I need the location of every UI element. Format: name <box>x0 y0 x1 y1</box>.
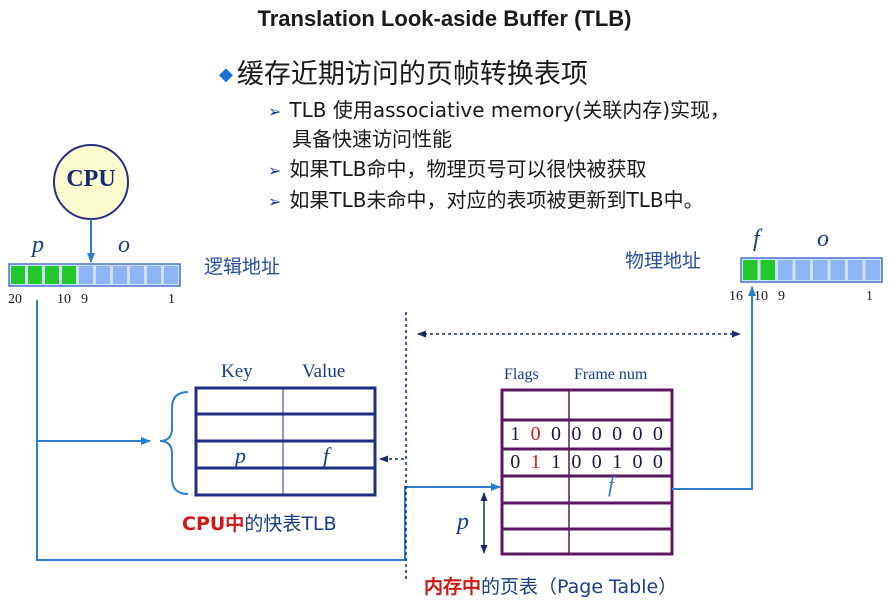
page-table-index-symbol: p <box>457 509 469 535</box>
sub-bullet-text: 如果TLB命中，物理页号可以很快被获取 <box>289 157 647 181</box>
register-bit-green <box>11 266 25 284</box>
physical-bit-1: 1 <box>866 289 873 304</box>
sub-bullet-text: TLB 使用associative memory(关联内存)实现， <box>289 98 731 122</box>
logical-bit-9: 9 <box>81 292 88 307</box>
page-table-bit: 0 <box>612 423 623 445</box>
logical-bit-20: 20 <box>8 292 22 307</box>
p-to-page-table-line <box>36 441 425 561</box>
register-bit-green <box>62 266 76 284</box>
logical-page-symbol: p <box>32 232 44 258</box>
logical-offset-symbol: o <box>118 232 130 258</box>
sub-bullet-text: 具备快速访问性能 <box>292 127 452 151</box>
main-bullet: ◆缓存近期访问的页帧转换表项 <box>219 52 588 91</box>
page-table-bit: 0 <box>652 423 663 445</box>
diamond-bullet-icon: ◆ <box>219 64 233 85</box>
page-table-caption: 内存中的页表（Page Table） <box>424 572 677 599</box>
page-table-bit: 0 <box>510 451 521 473</box>
register-bit-blue <box>96 266 110 284</box>
sub-bullet-1-cont: 具备快速访问性能 <box>292 123 452 152</box>
register-bit-green <box>45 266 59 284</box>
page-table-bit: 0 <box>632 451 643 473</box>
logical-bit-10: 10 <box>57 292 71 307</box>
physical-address-label: 物理地址 <box>625 250 702 272</box>
page-table-bit: 0 <box>550 423 561 445</box>
physical-offset-symbol: o <box>817 226 829 252</box>
tlb-key-header: Key <box>221 361 253 382</box>
register-bit-green <box>743 260 758 280</box>
sub-bullet-3: ➢ 如果TLB未命中，对应的表项被更新到TLB中。 <box>268 184 704 213</box>
page-table-bit: 0 <box>571 451 582 473</box>
page-table-bit: 0 <box>530 423 541 445</box>
sub-bullet-2: ➢ 如果TLB命中，物理页号可以很快被获取 <box>268 153 647 182</box>
slide-title: Translation Look-aside Buffer (TLB) <box>257 6 632 31</box>
tlb-brace <box>159 391 189 495</box>
sub-bullet-text: 如果TLB未命中，对应的表项被更新到TLB中。 <box>289 188 704 212</box>
register-bit-blue <box>113 266 127 284</box>
physical-frame-symbol: f <box>753 226 760 252</box>
register-bit-blue <box>865 260 880 280</box>
register-bit-blue <box>164 266 178 284</box>
page-table-flags-header: Flags <box>504 366 539 383</box>
physical-bit-16: 16 <box>729 289 743 304</box>
page-table-frame-header: Frame num <box>574 366 648 383</box>
page-table-bit: 1 <box>550 451 561 473</box>
register-bit-green <box>760 260 775 280</box>
page-table-bit: 0 <box>652 451 663 473</box>
logical-address-label: 逻辑地址 <box>204 256 281 278</box>
page-table <box>500 388 674 556</box>
page-table-bit: 0 <box>632 423 643 445</box>
frame-to-physical-arrow <box>672 286 756 490</box>
tlb-hit-value: f <box>323 443 330 468</box>
main-bullet-text: 缓存近期访问的页帧转换表项 <box>236 59 588 90</box>
tlb-caption-highlight: CPU中 <box>182 513 245 535</box>
page-table-bit: 0 <box>591 423 602 445</box>
page-table-caption-highlight: 内存中 <box>424 576 482 598</box>
register-bit-blue <box>848 260 863 280</box>
logical-bit-1: 1 <box>168 292 175 307</box>
register-bit-blue <box>130 266 144 284</box>
register-bit-green <box>28 266 42 284</box>
arrow-bullet-icon: ➢ <box>268 192 282 211</box>
page-table-bit: 1 <box>510 423 521 445</box>
tlb-value-header: Value <box>302 361 346 382</box>
tlb-caption: CPU中的快表TLB <box>182 509 337 536</box>
tlb-caption-text: 的快表TLB <box>244 513 337 535</box>
arrow-bullet-icon: ➢ <box>268 161 282 180</box>
register-bit-blue <box>830 260 845 280</box>
page-table-frame-symbol: f <box>608 472 615 497</box>
page-table-bit: 1 <box>530 451 541 473</box>
physical-bit-9: 9 <box>778 289 785 304</box>
logical-address-register <box>8 263 181 287</box>
register-bit-blue <box>778 260 793 280</box>
sub-bullet-1: ➢ TLB 使用associative memory(关联内存)实现， <box>268 94 730 123</box>
physical-bit-10: 10 <box>754 289 768 304</box>
cpu-label: CPU <box>66 166 116 192</box>
arrow-bullet-icon: ➢ <box>268 102 282 121</box>
register-bit-blue <box>147 266 161 284</box>
register-bit-blue <box>79 266 93 284</box>
page-table-caption-text: 的页表（Page Table） <box>481 576 678 598</box>
register-bit-blue <box>795 260 810 280</box>
tlb-table <box>194 386 377 497</box>
physical-address-register <box>740 257 883 283</box>
page-table-bit: 1 <box>612 451 623 473</box>
register-bit-blue <box>813 260 828 280</box>
tlb-hit-key: p <box>235 443 246 468</box>
page-table-bit: 0 <box>591 451 602 473</box>
p-to-tlb-arrow <box>36 300 151 445</box>
page-table-bit: 0 <box>571 423 582 445</box>
